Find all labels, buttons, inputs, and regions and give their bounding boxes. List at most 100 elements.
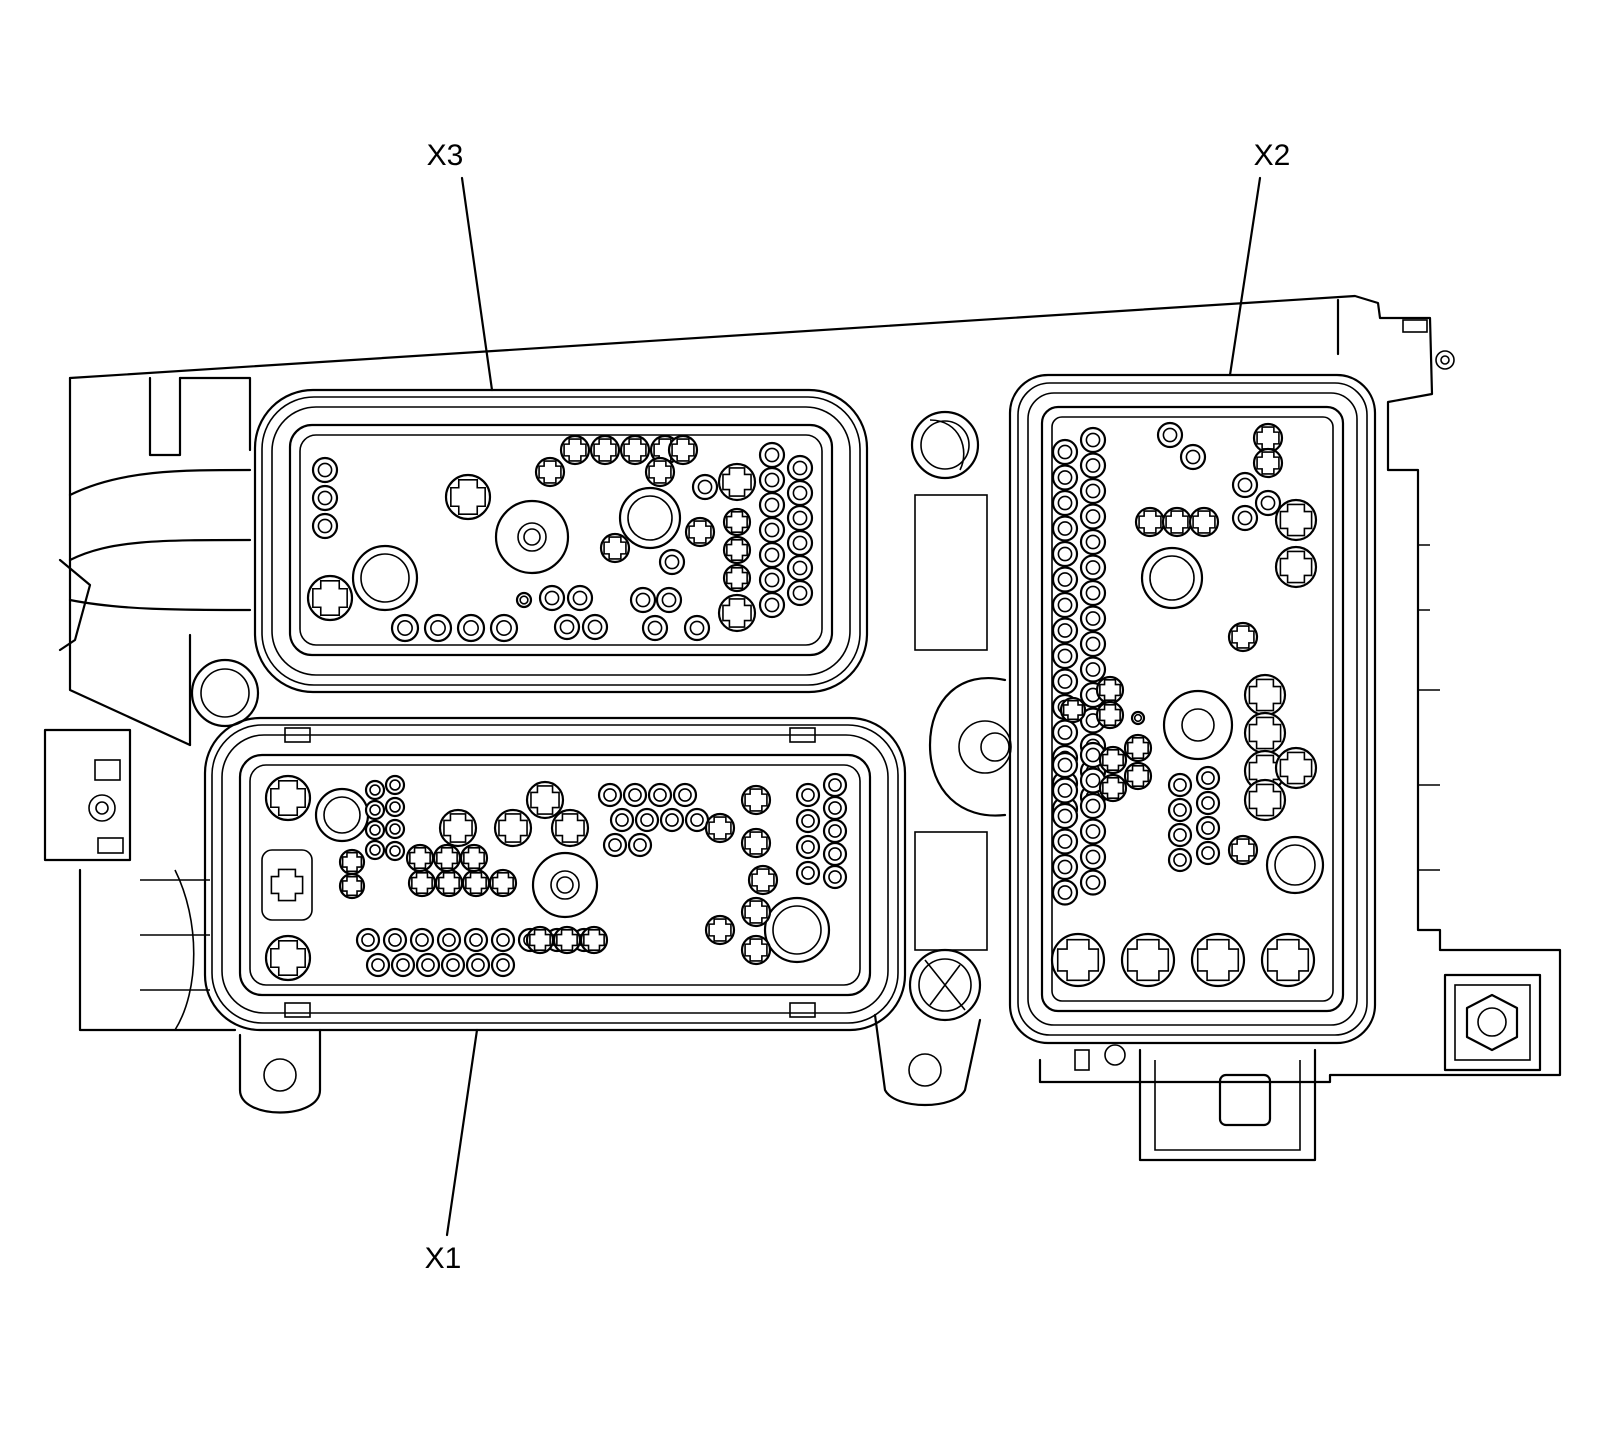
terminal-cavity	[1274, 545, 1318, 589]
terminal-cavity	[456, 613, 486, 643]
terminal-cavity	[311, 456, 339, 484]
terminal-cavity	[490, 952, 516, 978]
terminal-cavity	[579, 925, 609, 955]
terminal-cavity	[722, 507, 752, 537]
terminal-cavity	[1167, 797, 1193, 823]
terminal-cavity	[1051, 540, 1079, 568]
terminal-cavity	[1079, 656, 1107, 683]
terminal-cavity	[786, 479, 814, 507]
terminal-cavity	[740, 896, 772, 928]
terminal-cavity	[390, 952, 416, 978]
terminal-cavity	[432, 843, 462, 873]
terminal-cavity	[1179, 443, 1207, 471]
terminal-cavity	[1079, 426, 1107, 454]
terminal-cavity	[589, 434, 621, 466]
terminal-cavity	[1130, 710, 1146, 726]
terminal-cavity	[444, 473, 492, 521]
terminal-cavity	[493, 808, 533, 848]
terminal-cavity	[684, 807, 710, 833]
terminal-cavity	[1051, 438, 1079, 466]
terminal-cavity	[1098, 773, 1128, 803]
terminal-cavity	[795, 808, 821, 834]
terminal-cavity	[684, 516, 716, 548]
terminal-cavity	[1079, 477, 1107, 505]
connector-x3	[253, 388, 869, 694]
terminal-cavity	[1231, 504, 1259, 532]
terminal-cavity	[722, 563, 752, 593]
terminal-cavity	[1195, 815, 1221, 841]
terminal-cavity	[758, 466, 786, 494]
terminal-cavity	[488, 868, 518, 898]
terminal-cavity	[1274, 498, 1318, 542]
x1-terminal-cavities	[264, 772, 848, 982]
terminal-cavity	[338, 848, 366, 876]
terminal-cavity	[525, 925, 555, 955]
terminal-cavity	[1231, 471, 1259, 499]
label-x3: X3	[427, 139, 464, 172]
terminal-cavity	[1079, 452, 1107, 479]
terminal-cavity	[786, 529, 814, 557]
terminal-cavity	[672, 782, 698, 808]
terminal-cavity	[1098, 745, 1128, 775]
terminal-cavity	[382, 927, 408, 953]
terminal-cavity	[1252, 447, 1284, 479]
terminal-cavity	[489, 613, 519, 643]
terminal-cavity	[597, 782, 623, 808]
terminal-cavity	[364, 839, 386, 861]
terminal-cavity	[758, 591, 786, 619]
terminal-cavity	[415, 952, 441, 978]
leader-line-x3	[460, 176, 494, 392]
terminal-cavity	[740, 827, 772, 859]
terminal-cavity	[1274, 746, 1318, 790]
terminal-cavity	[550, 808, 590, 848]
terminal-cavity	[1156, 421, 1184, 449]
terminal-cavity	[1167, 847, 1193, 873]
terminal-cavity	[758, 516, 786, 544]
terminal-cavity	[704, 914, 736, 946]
terminal-cavity	[1079, 503, 1107, 530]
terminal-cavity	[1051, 668, 1079, 695]
terminal-cavity	[704, 812, 736, 844]
terminal-cavity	[459, 843, 489, 873]
terminal-cavity	[644, 456, 676, 488]
terminal-cavity	[409, 927, 435, 953]
terminal-cavity	[1243, 711, 1287, 755]
terminal-cavity	[1051, 617, 1079, 644]
terminal-cavity	[619, 434, 651, 466]
terminal-cavity	[434, 868, 464, 898]
callout-x1: X1	[425, 1028, 479, 1275]
terminal-cavity	[581, 613, 609, 641]
terminal-cavity	[740, 934, 772, 966]
terminal-cavity	[795, 860, 821, 886]
terminal-cavity	[740, 784, 772, 816]
terminal-cavity	[795, 782, 821, 808]
terminal-cavity	[667, 434, 699, 466]
terminal-cavity	[1079, 869, 1107, 896]
terminal-cavity	[1051, 853, 1079, 881]
callout-x3: X3	[427, 139, 494, 392]
leader-line-x1	[445, 1028, 479, 1237]
terminal-cavity	[1227, 834, 1259, 866]
terminal-cavity	[1079, 528, 1107, 556]
terminal-cavity	[822, 818, 848, 844]
terminal-cavity	[461, 868, 491, 898]
terminal-cavity	[1252, 422, 1284, 454]
terminal-cavity	[1051, 777, 1079, 804]
terminal-cavity	[822, 795, 848, 821]
terminal-cavity	[405, 843, 435, 873]
terminal-cavity	[1167, 772, 1193, 798]
terminal-cavity	[634, 807, 660, 833]
terminal-cavity	[1079, 605, 1107, 632]
terminal-cavity	[463, 927, 489, 953]
terminal-cavity	[609, 807, 635, 833]
terminal-cavity	[1051, 591, 1079, 619]
terminal-cavity	[1243, 778, 1287, 822]
terminal-cavity	[627, 832, 653, 858]
label-x2: X2	[1254, 139, 1291, 172]
terminal-cavity	[1260, 932, 1316, 988]
terminal-cavity	[641, 614, 669, 642]
terminal-cavity	[658, 548, 686, 576]
terminal-cavity	[264, 934, 312, 982]
terminal-cavity	[384, 818, 406, 840]
